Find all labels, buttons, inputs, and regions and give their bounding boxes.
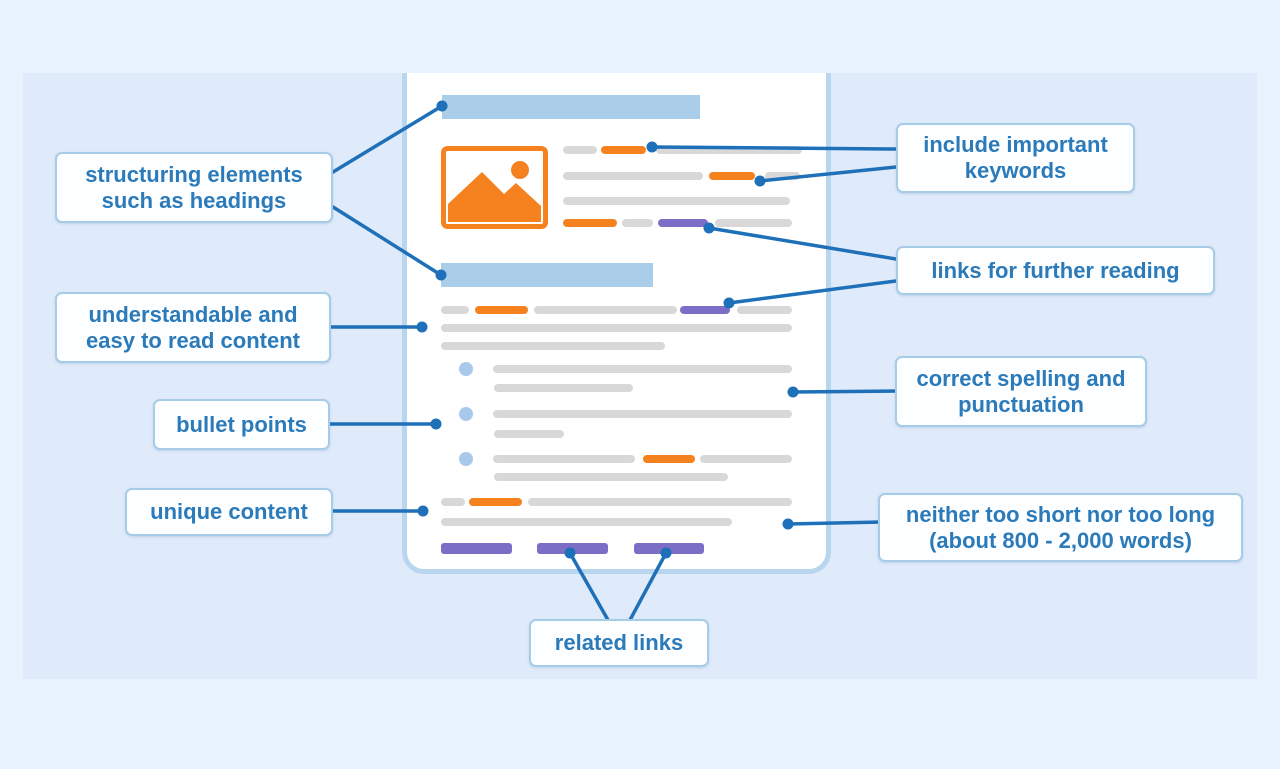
label-related-links: related links bbox=[529, 619, 709, 667]
text-line-bar bbox=[493, 365, 792, 373]
label-text: include important keywords bbox=[923, 132, 1108, 183]
label-text: bullet points bbox=[176, 411, 307, 437]
related-link-bar bbox=[537, 543, 608, 554]
label-text: correct spelling and punctuation bbox=[916, 365, 1126, 417]
label-include-keywords: include important keywords bbox=[896, 123, 1135, 193]
text-line-bar bbox=[441, 498, 465, 506]
text-line-bar bbox=[494, 384, 633, 392]
text-line-bar bbox=[563, 172, 703, 180]
image-placeholder-icon bbox=[441, 146, 548, 229]
label-links-further-reading: links for further reading bbox=[896, 246, 1215, 295]
text-line-bar bbox=[493, 410, 792, 418]
text-line-bar bbox=[528, 498, 792, 506]
label-correct-spelling: correct spelling and punctuation bbox=[895, 356, 1147, 427]
text-line-bar bbox=[441, 518, 732, 526]
text-line-bar bbox=[494, 473, 728, 481]
related-link-bar bbox=[634, 543, 704, 554]
text-line-bar bbox=[441, 306, 469, 314]
text-line-bar bbox=[563, 197, 790, 205]
text-line-bar bbox=[493, 455, 635, 463]
keyword-text-bar bbox=[469, 498, 522, 506]
text-line-bar bbox=[765, 172, 800, 180]
text-line-bar bbox=[441, 342, 665, 350]
related-link-bar bbox=[441, 543, 512, 554]
keyword-text-bar bbox=[709, 172, 755, 180]
label-text: understandable and easy to read content bbox=[86, 301, 300, 353]
label-text: neither too short nor too long (about 80… bbox=[905, 501, 1216, 553]
heading-placeholder-bar bbox=[441, 263, 653, 287]
label-text: unique content bbox=[150, 499, 308, 525]
label-bullet-points: bullet points bbox=[153, 399, 330, 450]
keyword-text-bar bbox=[643, 455, 695, 463]
text-line-bar bbox=[700, 455, 792, 463]
bullet-point-marker bbox=[459, 362, 473, 376]
label-unique-content: unique content bbox=[125, 488, 333, 536]
keyword-text-bar bbox=[563, 219, 617, 227]
text-line-bar bbox=[656, 146, 802, 154]
keyword-text-bar bbox=[475, 306, 528, 314]
keyword-text-bar bbox=[601, 146, 646, 154]
link-text-bar bbox=[658, 219, 708, 227]
text-line-bar bbox=[534, 306, 677, 314]
link-text-bar bbox=[680, 306, 730, 314]
text-line-bar bbox=[494, 430, 564, 438]
bullet-point-marker bbox=[459, 452, 473, 466]
label-text: links for further reading bbox=[931, 257, 1180, 283]
text-line-bar bbox=[441, 324, 792, 332]
text-line-bar bbox=[715, 219, 792, 227]
label-text: related links bbox=[554, 630, 684, 656]
text-line-bar bbox=[737, 306, 792, 314]
label-text: structuring elements such as headings bbox=[85, 161, 303, 213]
label-understandable-content: understandable and easy to read content bbox=[55, 292, 331, 363]
label-structuring-elements: structuring elements such as headings bbox=[55, 152, 333, 223]
heading-placeholder-bar bbox=[442, 95, 700, 119]
label-content-length: neither too short nor too long (about 80… bbox=[878, 493, 1243, 562]
bullet-point-marker bbox=[459, 407, 473, 421]
text-line-bar bbox=[622, 219, 653, 227]
text-line-bar bbox=[563, 146, 597, 154]
